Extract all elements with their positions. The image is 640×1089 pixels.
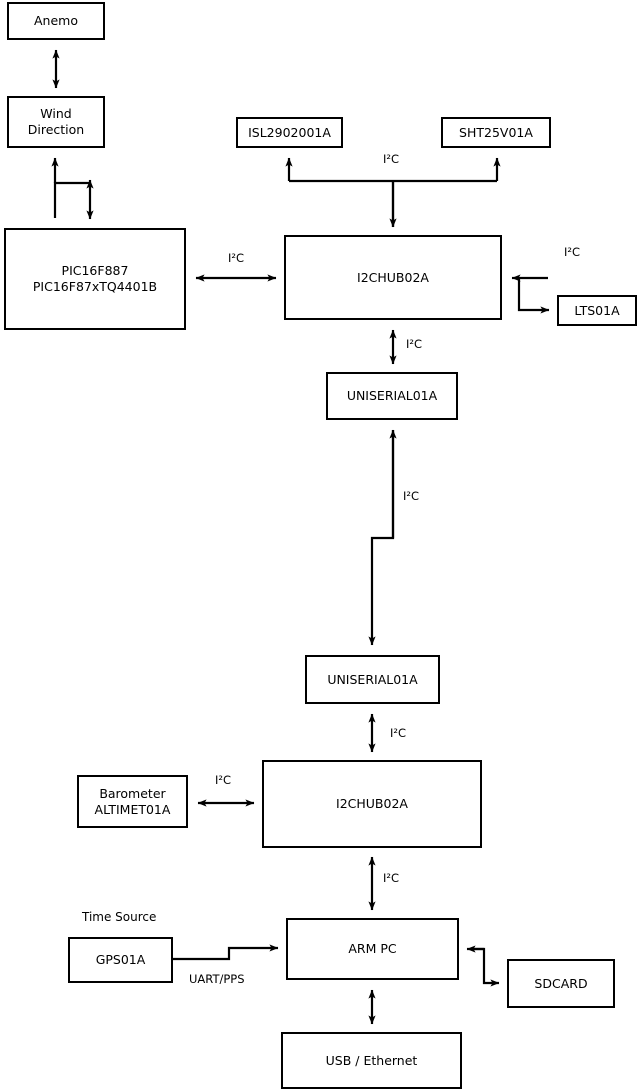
- node-anemo[interactable]: Anemo: [7, 2, 105, 40]
- edge-label-hub-uniserial: I²C: [406, 337, 423, 351]
- node-usb-ethernet[interactable]: USB / Ethernet: [281, 1032, 462, 1089]
- edge-label-uniserial-hub-bottom: I²C: [390, 726, 407, 740]
- node-pic-microcontroller[interactable]: PIC16F887 PIC16F87xTQ4401B: [4, 228, 186, 330]
- edge-uniser-uniser: [368, 430, 395, 646]
- node-uniserial01a-top-label: UNISERIAL01A: [346, 388, 438, 404]
- edge-armpc-sdcard: [470, 947, 500, 987]
- node-isl2902001a-label: ISL2902001A: [248, 124, 331, 140]
- label-time-source: Time Source: [82, 910, 157, 924]
- node-isl2902001a[interactable]: ISL2902001A: [236, 117, 343, 148]
- edge-label-barometer-hub: I²C: [215, 773, 232, 787]
- node-wind-direction-label: Wind Direction: [27, 106, 85, 137]
- node-lts01a[interactable]: LTS01A: [557, 295, 637, 326]
- node-gps01a[interactable]: GPS01A: [68, 937, 173, 983]
- node-sht25v01a-label: SHT25V01A: [459, 124, 533, 140]
- node-i2chub02a-top[interactable]: I2CHUB02A: [284, 235, 502, 320]
- node-gps01a-label: GPS01A: [95, 952, 146, 968]
- node-pic-microcontroller-label: PIC16F887 PIC16F87xTQ4401B: [32, 263, 158, 294]
- edge-label-bus-top: I²C: [383, 152, 400, 166]
- node-i2chub02a-bottom-label: I2CHUB02A: [336, 796, 408, 812]
- node-usb-ethernet-label: USB / Ethernet: [325, 1052, 418, 1068]
- edge-label-uniserial-link: I²C: [403, 489, 420, 503]
- node-sdcard[interactable]: SDCARD: [507, 959, 615, 1008]
- node-sdcard-label: SDCARD: [534, 975, 588, 991]
- edge-gps-armpc: [173, 944, 279, 961]
- node-barometer-altimet01a-label: Barometer ALTIMET01A: [94, 785, 171, 817]
- edge-label-gps-armpc: UART/PPS: [189, 972, 245, 986]
- node-i2chub02a-bottom[interactable]: I2CHUB02A: [262, 760, 482, 848]
- node-uniserial01a-top[interactable]: UNISERIAL01A: [326, 372, 458, 420]
- node-wind-direction[interactable]: Wind Direction: [7, 96, 105, 148]
- node-uniserial01a-bottom[interactable]: UNISERIAL01A: [305, 655, 440, 704]
- node-i2chub02a-top-label: I2CHUB02A: [357, 269, 429, 285]
- edge-hubtop-lts: [517, 276, 550, 314]
- node-lts01a-label: LTS01A: [574, 302, 620, 318]
- node-uniserial01a-bottom-label: UNISERIAL01A: [327, 671, 418, 687]
- edge-label-hub-armpc: I²C: [383, 871, 400, 885]
- node-arm-pc[interactable]: ARM PC: [286, 918, 459, 980]
- node-arm-pc-label: ARM PC: [348, 941, 397, 957]
- node-sht25v01a[interactable]: SHT25V01A: [441, 117, 551, 148]
- edge-wind-pic: [53, 179, 94, 218]
- node-barometer-altimet01a[interactable]: Barometer ALTIMET01A: [77, 775, 188, 828]
- edge-label-pic-hub: I²C: [228, 251, 245, 265]
- edge-label-hub-lts: I²C: [564, 245, 581, 259]
- node-anemo-label: Anemo: [34, 13, 78, 29]
